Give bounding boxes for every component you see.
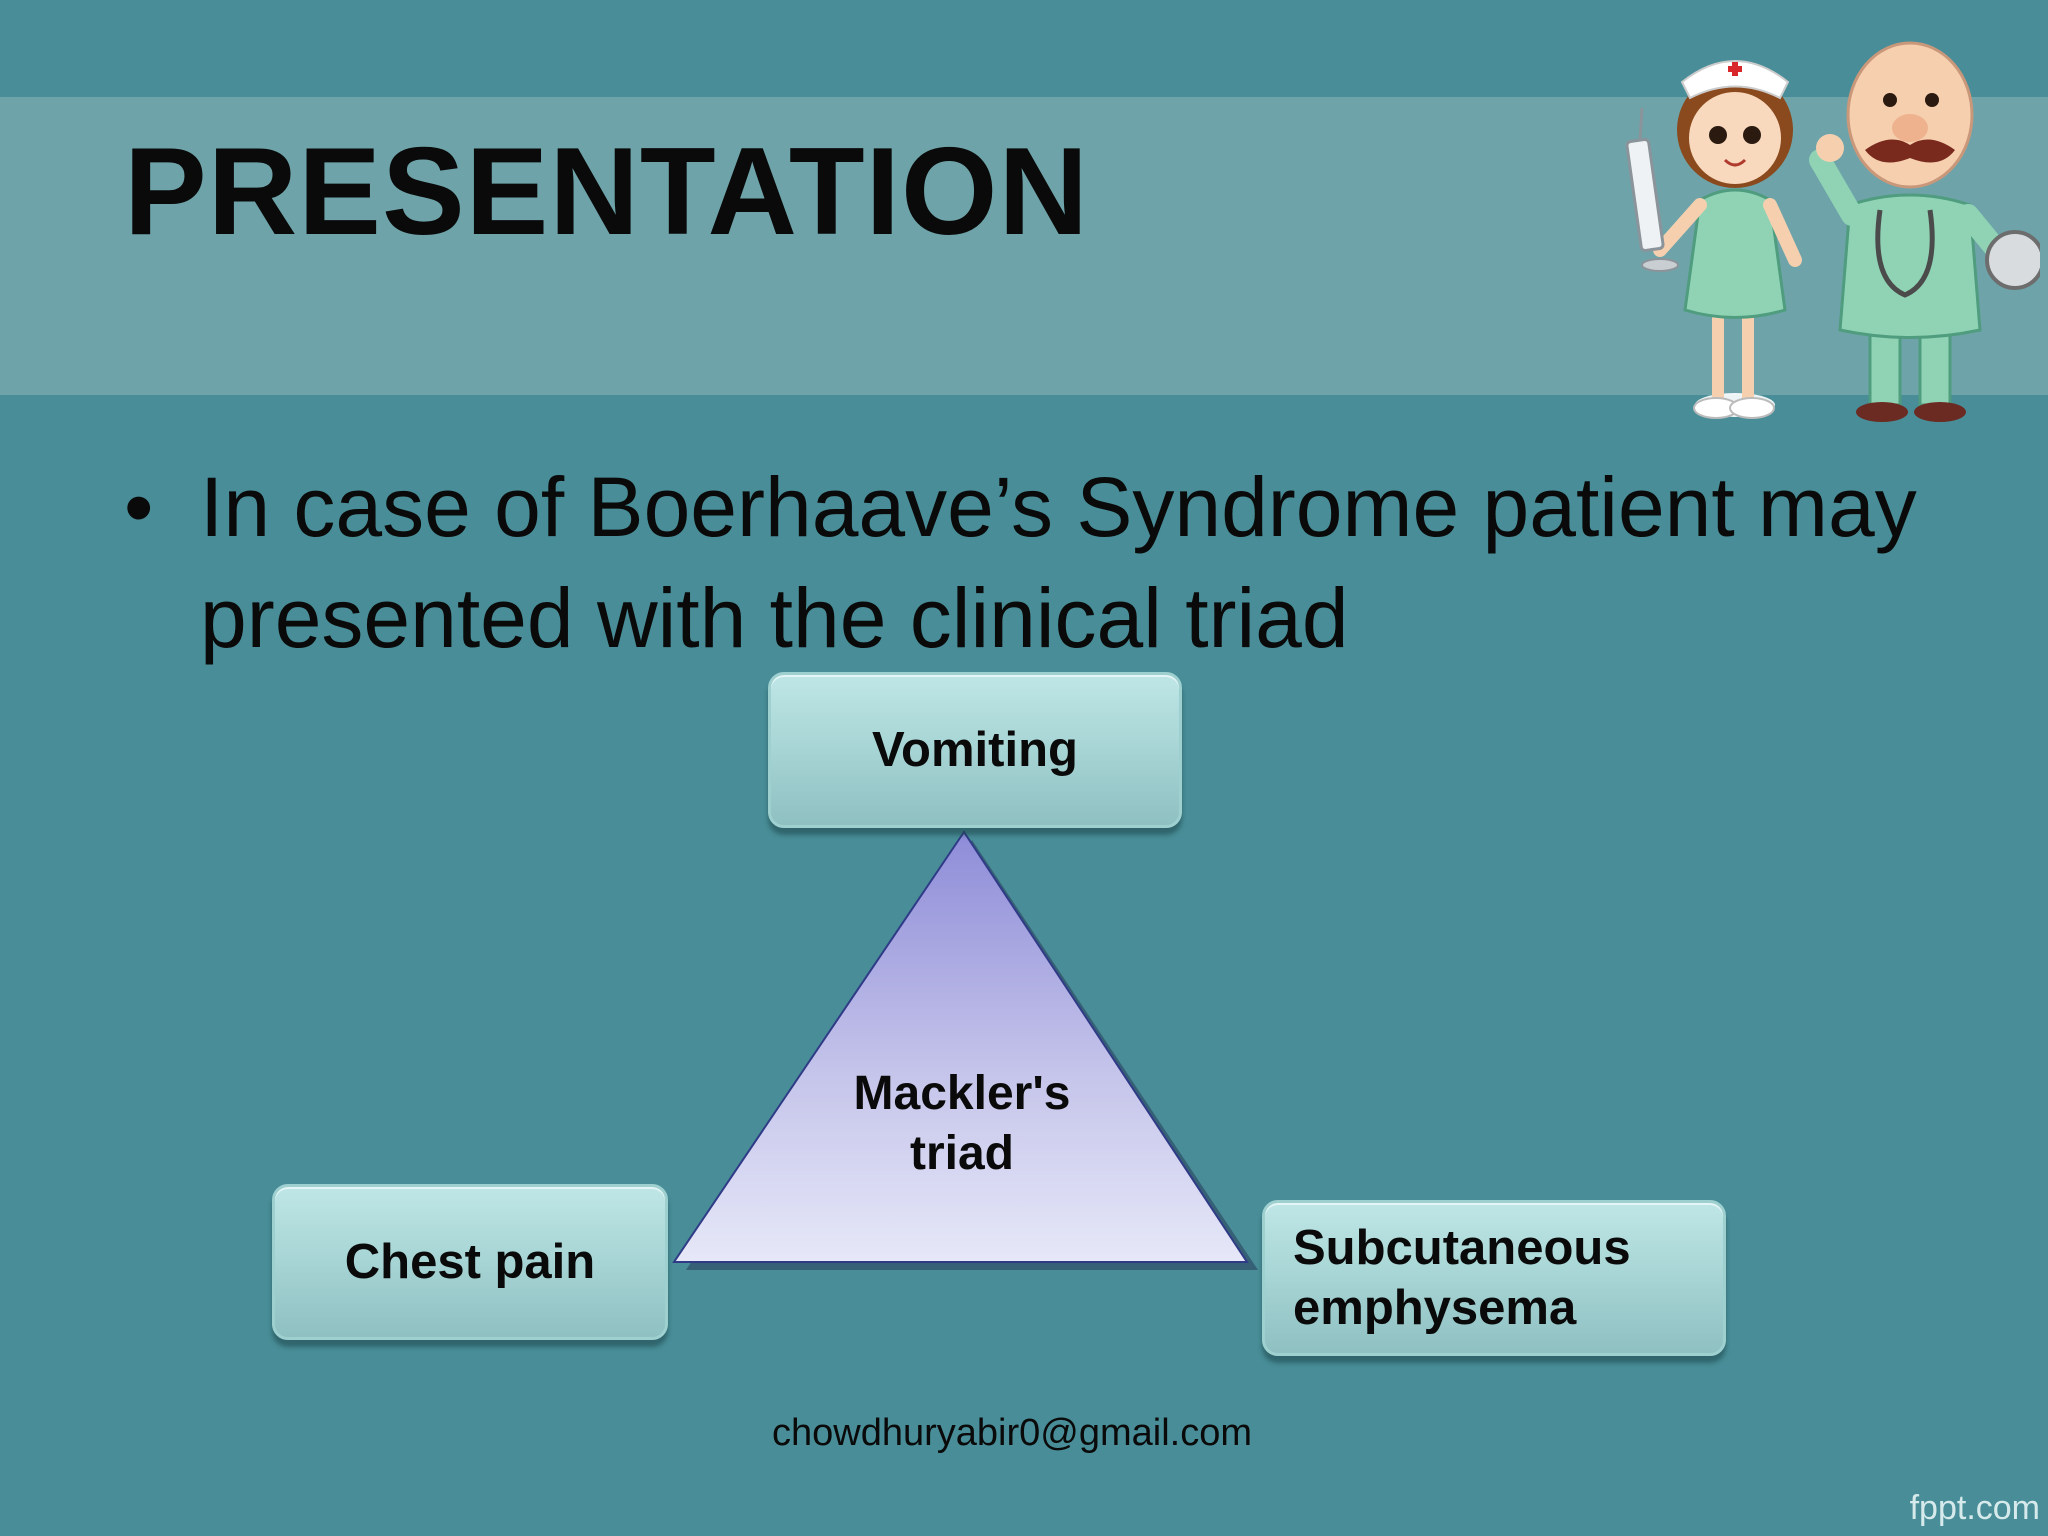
subcutaneous-emphysema-box: Subcutaneous emphysema: [1262, 1200, 1726, 1356]
nurse-figure: [1625, 60, 1802, 419]
triangle-label: Mackler's triad: [853, 1067, 1071, 1180]
author-email: chowdhuryabir0@gmail.com: [772, 1412, 1252, 1454]
slide-title: PRESENTATION: [124, 123, 1090, 261]
bullet-text: In case of Boerhaave’s Syndrome patient …: [200, 460, 1917, 665]
doctor-figure: [1809, 41, 2040, 422]
fppt-watermark: fppt.com: [1909, 1489, 2040, 1527]
bullet-dot: •: [124, 460, 154, 554]
chest-pain-box: Chest pain: [272, 1184, 668, 1340]
triad-triangle: [672, 830, 1249, 1263]
nurse-doctor-clipart: [1625, 41, 2040, 422]
vomiting-box: Vomiting: [768, 672, 1182, 828]
